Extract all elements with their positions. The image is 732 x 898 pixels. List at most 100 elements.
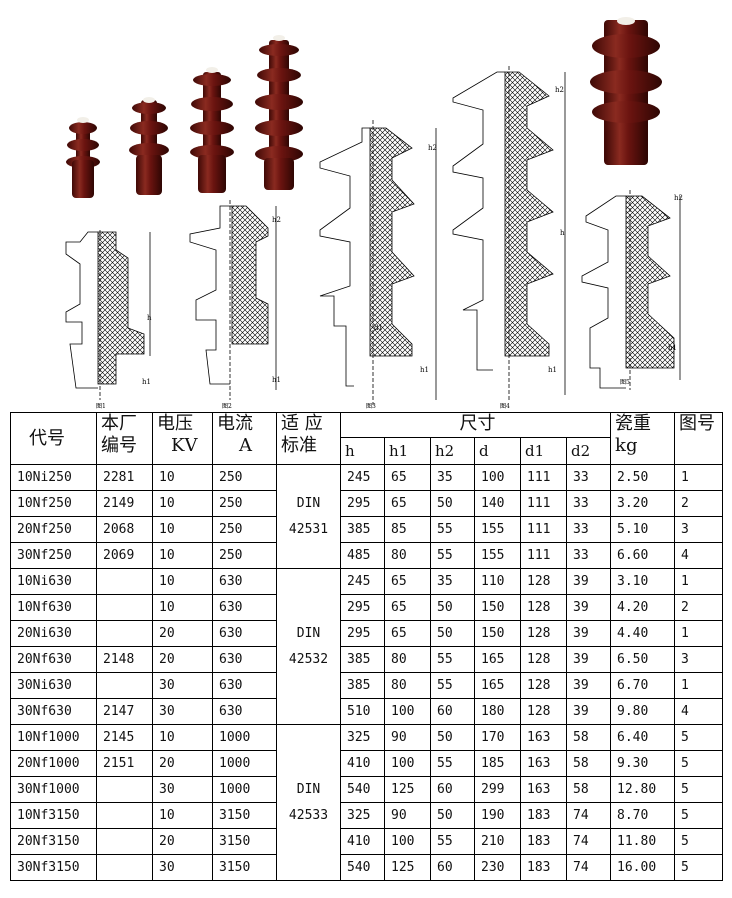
cell-h2: 60 bbox=[430, 698, 475, 725]
cell-h2: 50 bbox=[430, 620, 475, 647]
cell-h2: 55 bbox=[430, 646, 475, 673]
cell-kg: 6.60 bbox=[610, 542, 676, 569]
cell-d: 299 bbox=[474, 776, 521, 803]
cell-a: 1000 bbox=[212, 776, 277, 803]
cell-a: 630 bbox=[212, 698, 277, 725]
cell-kg: 16.00 bbox=[610, 854, 676, 881]
col-code: 代号 bbox=[10, 412, 97, 465]
cell-h2: 35 bbox=[430, 464, 475, 491]
drawing-fig2: h2 h1 图2 bbox=[189, 200, 281, 410]
standard-name: DIN bbox=[296, 625, 321, 641]
cell-h: 385 bbox=[340, 646, 385, 673]
cell-h: 385 bbox=[340, 672, 385, 699]
cell-h1: 125 bbox=[384, 854, 431, 881]
cell-h2: 55 bbox=[430, 516, 475, 543]
cell-d: 100 bbox=[474, 464, 521, 491]
fig2-h1-label: h1 bbox=[272, 376, 281, 384]
cell-a: 3150 bbox=[212, 802, 277, 829]
fig4-label: 图4 bbox=[500, 403, 510, 410]
bushing-photo-3 bbox=[190, 67, 234, 193]
cell-kg: 3.10 bbox=[610, 568, 676, 595]
cell-a: 3150 bbox=[212, 854, 277, 881]
cell-kv: 20 bbox=[152, 828, 213, 855]
cell-fig: 4 bbox=[674, 698, 724, 725]
cell-kg: 4.40 bbox=[610, 620, 676, 647]
cell-d1: 128 bbox=[520, 594, 567, 621]
cell-d1: 111 bbox=[520, 542, 567, 569]
cell-no: 2151 bbox=[96, 750, 153, 777]
cell-no bbox=[96, 828, 153, 855]
cell-kv: 10 bbox=[152, 490, 213, 517]
cell-d2: 33 bbox=[565, 542, 612, 569]
cell-h2: 50 bbox=[430, 594, 475, 621]
cell-h2: 50 bbox=[430, 724, 475, 751]
cell-h: 540 bbox=[340, 776, 385, 803]
cell-d1: 163 bbox=[520, 724, 567, 751]
cell-kv: 10 bbox=[152, 464, 213, 491]
cell-code: 10Nf3150 bbox=[10, 802, 97, 829]
bushing-photo-5 bbox=[590, 17, 662, 165]
cell-h: 295 bbox=[340, 620, 385, 647]
cell-d2: 33 bbox=[565, 464, 612, 491]
standard-number: 42533 bbox=[288, 807, 329, 823]
cell-h: 245 bbox=[340, 464, 385, 491]
cell-h1: 80 bbox=[384, 646, 431, 673]
cell-code: 20Nf1000 bbox=[10, 750, 97, 777]
cell-fig: 1 bbox=[674, 620, 724, 647]
cell-h2: 55 bbox=[430, 828, 475, 855]
cell-d: 170 bbox=[474, 724, 521, 751]
cell-kv: 20 bbox=[152, 620, 213, 647]
standard-number: 42532 bbox=[288, 651, 329, 667]
cell-d: 165 bbox=[474, 646, 521, 673]
col-dimensions: 尺寸 bbox=[339, 412, 612, 438]
cell-kg: 6.40 bbox=[610, 724, 676, 751]
cell-code: 10Ni250 bbox=[10, 464, 97, 491]
standard-number: 42531 bbox=[288, 521, 329, 537]
fig3-d1-label: d1 bbox=[374, 324, 383, 332]
cell-d1: 183 bbox=[520, 854, 567, 881]
drawing-fig5: h2 h1 图5 bbox=[581, 190, 683, 390]
cell-d: 155 bbox=[474, 516, 521, 543]
fig5-h2-label: h2 bbox=[674, 194, 683, 202]
cell-h1: 100 bbox=[384, 698, 431, 725]
cell-code: 20Nf3150 bbox=[10, 828, 97, 855]
cell-d1: 128 bbox=[520, 568, 567, 595]
cell-fig: 1 bbox=[674, 464, 724, 491]
cell-code: 30Ni630 bbox=[10, 672, 97, 699]
col-standard: 适 应标准 bbox=[276, 412, 341, 465]
cell-no: 2148 bbox=[96, 646, 153, 673]
cell-kv: 20 bbox=[152, 646, 213, 673]
cell-code: 10Nf250 bbox=[10, 490, 97, 517]
cell-h1: 65 bbox=[384, 594, 431, 621]
fig1-label: 图1 bbox=[96, 403, 106, 410]
cell-kg: 6.70 bbox=[610, 672, 676, 699]
cell-no bbox=[96, 620, 153, 647]
fig1-h1-label: h1 bbox=[142, 378, 151, 386]
bushing-photo-4 bbox=[255, 35, 303, 190]
cell-a: 3150 bbox=[212, 828, 277, 855]
drawing-fig4: h2 h h1 图4 bbox=[452, 66, 566, 410]
cell-kv: 30 bbox=[152, 776, 213, 803]
cell-d1: 128 bbox=[520, 620, 567, 647]
cell-d2: 39 bbox=[565, 568, 612, 595]
cell-d2: 74 bbox=[565, 828, 612, 855]
cell-d1: 128 bbox=[520, 672, 567, 699]
standard-cell: DIN 42532 bbox=[276, 568, 341, 725]
cell-kg: 9.30 bbox=[610, 750, 676, 777]
cell-fig: 1 bbox=[674, 672, 724, 699]
cell-a: 1000 bbox=[212, 724, 277, 751]
cell-code: 10Ni630 bbox=[10, 568, 97, 595]
drawing-fig1: h h1 图1 bbox=[65, 230, 152, 410]
cell-d: 185 bbox=[474, 750, 521, 777]
